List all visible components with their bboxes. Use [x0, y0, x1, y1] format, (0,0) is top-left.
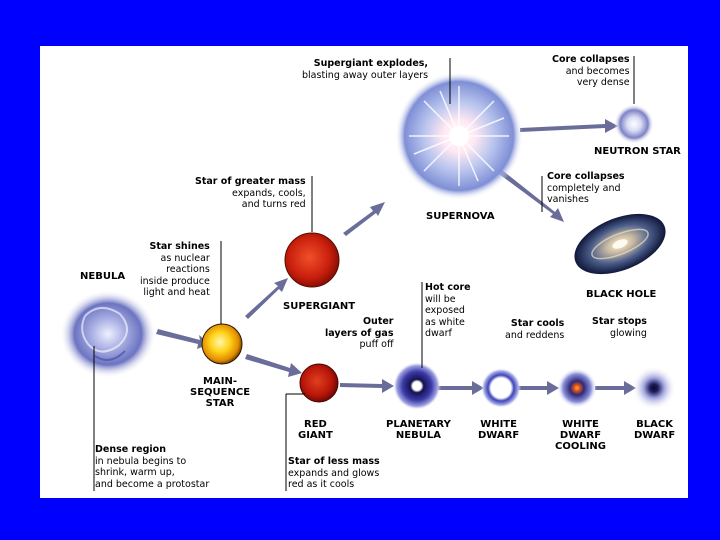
label-black-hole: BLACK HOLE [586, 289, 657, 300]
note-star-of-greater-mass: Star of greater mass expands, cools, and… [195, 176, 306, 211]
arrow-supernova-to-neutron [520, 119, 618, 133]
nebula-image [60, 290, 156, 378]
white-dwarf-image [481, 368, 521, 408]
label-main-sequence-star: MAIN- SEQUENCE STAR [190, 376, 251, 409]
arrow-cooling-to-black [595, 381, 636, 395]
note-star-shines: Star shines as nuclear reactions inside … [140, 241, 210, 299]
red-giant-image [299, 363, 339, 403]
note-supergiant-explodes: Supergiant explodes, blasting away outer… [302, 58, 429, 81]
note-outer-layers-of-gas: Outer layers of gas puff off [325, 316, 394, 351]
leader-lines [93, 56, 635, 491]
note-neutron-core-collapses: Core collapses and becomes very dense [552, 54, 630, 89]
planetary-nebula-image [393, 362, 441, 410]
star-lifecycle-diagram [60, 56, 676, 491]
note-star-cools: Star cools and reddens [505, 318, 565, 341]
arrow-main-to-supergiant [245, 278, 288, 319]
main-sequence-star-image [201, 323, 243, 365]
arrow-nebula-to-main [156, 329, 210, 349]
note-blackhole-core-collapses: Core collapses completely and vanishes [547, 171, 625, 206]
label-white-dwarf: WHITE DWARF [478, 419, 520, 441]
arrow-main-to-redgiant [245, 354, 302, 377]
white-dwarf-cooling-image [557, 368, 597, 408]
label-neutron-star: NEUTRON STAR [594, 146, 681, 157]
arrow-white-to-cooling [518, 381, 559, 395]
arrow-redgiant-to-planetary [340, 379, 394, 393]
note-dense-region: Dense region in nebula begins to shrink,… [95, 444, 210, 490]
arrow-planetary-to-white [435, 381, 484, 395]
label-white-dwarf-cooling: WHITE DWARF COOLING [555, 419, 607, 452]
label-nebula: NEBULA [80, 271, 126, 282]
label-supergiant: SUPERGIANT [283, 301, 356, 312]
neutron-star-image [614, 104, 654, 144]
note-hot-core: Hot core will be exposed as white dwarf [425, 282, 471, 340]
note-star-of-less-mass: Star of less mass expands and glows red … [288, 456, 380, 491]
label-black-dwarf: BLACK DWARF [634, 419, 676, 441]
arrow-supernova-to-blackhole [499, 170, 564, 222]
label-supernova: SUPERNOVA [426, 211, 495, 222]
arrow-supergiant-to-supernova [343, 202, 385, 236]
black-dwarf-image [632, 366, 676, 410]
supernova-image [395, 72, 523, 200]
black-hole-image [574, 213, 666, 275]
label-red-giant: RED GIANT [298, 419, 333, 441]
supergiant-image [284, 232, 340, 288]
diagram-panel: NEBULA MAIN- SEQUENCE STAR SUPERGIANT SU… [40, 46, 688, 498]
note-star-stops: Star stops glowing [592, 316, 647, 339]
label-planetary-nebula: PLANETARY NEBULA [386, 419, 451, 441]
lifecycle-arrows [156, 119, 636, 395]
